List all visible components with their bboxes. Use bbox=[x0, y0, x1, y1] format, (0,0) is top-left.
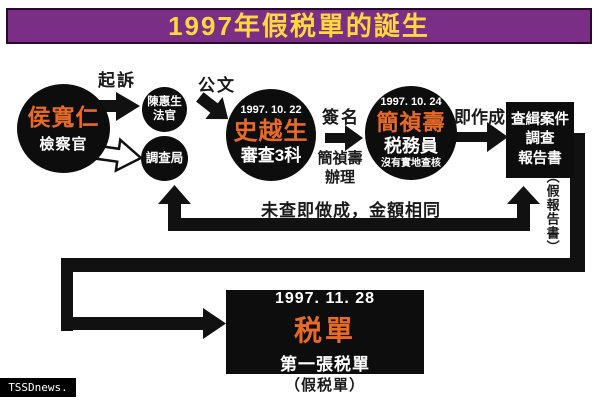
report-line1: 查緝案件 bbox=[511, 111, 569, 128]
reviewer-role: 審查3科 bbox=[240, 146, 302, 166]
watermark-badge: TSSDnews. bbox=[0, 378, 76, 397]
arrow-to-bureau-icon bbox=[95, 137, 144, 173]
label-handled-line1: 簡禎壽 bbox=[317, 150, 363, 167]
reviewer-date: 1997. 10. 22 bbox=[240, 104, 302, 117]
tax-bill-date: 1997. 11. 28 bbox=[274, 289, 376, 307]
tax-officer-date: 1997. 10. 24 bbox=[380, 96, 442, 109]
arrow-sign bbox=[325, 125, 363, 151]
report-line2: 調查 bbox=[525, 131, 555, 148]
node-judge: 陳惠生 法官 bbox=[142, 87, 187, 132]
report-line3: 報告書 bbox=[518, 150, 562, 167]
label-return-note: 未查即做成，金額相同 bbox=[261, 201, 441, 220]
return-connector bbox=[158, 185, 540, 231]
label-fake-report: （假報告書） bbox=[544, 170, 560, 254]
label-sign: 簽名 bbox=[322, 108, 360, 127]
node-tax-bill: 1997. 11. 28 税單 第一張税單 bbox=[226, 290, 424, 374]
arrow-made-immediately bbox=[456, 122, 508, 152]
arrow-official-document bbox=[196, 92, 229, 120]
reviewer-name: 史越生 bbox=[233, 117, 309, 145]
tax-bill-caption: 第一張税單 bbox=[280, 354, 370, 374]
node-tax-officer: 1997. 10. 24 簡禎壽 税務員 沒有實地查核 bbox=[365, 86, 457, 180]
label-fake-tax-bill: （假税單） bbox=[284, 377, 365, 394]
label-handled-by: 簡禎壽 辦理 bbox=[312, 150, 368, 188]
tax-officer-role: 税務員 bbox=[384, 136, 438, 157]
prosecutor-name: 侯寬仁 bbox=[27, 104, 100, 131]
label-handled-line2: 辦理 bbox=[324, 168, 355, 186]
watermark-text: TSSDnews. bbox=[8, 381, 68, 394]
label-prosecute: 起訴 bbox=[98, 71, 136, 90]
title-banner: 1997年假税單的誕生 bbox=[6, 8, 592, 44]
node-investigation-bureau: 調查局 bbox=[141, 136, 188, 181]
label-made-immediately: 即作成 bbox=[454, 108, 505, 127]
tax-officer-note: 沒有實地查核 bbox=[381, 158, 441, 170]
tax-bill-name: 税單 bbox=[293, 314, 356, 346]
judge-role: 法官 bbox=[153, 109, 176, 122]
label-official-document: 公文 bbox=[198, 76, 236, 95]
bureau-label: 調查局 bbox=[145, 151, 184, 166]
judge-name: 陳惠生 bbox=[147, 96, 182, 109]
node-reviewer: 1997. 10. 22 史越生 審查3科 bbox=[226, 89, 316, 181]
page-title: 1997年假税單的誕生 bbox=[168, 11, 430, 41]
node-investigation-report: 查緝案件 調查 報告書 bbox=[506, 102, 574, 178]
tax-officer-name: 簡禎壽 bbox=[376, 110, 446, 136]
arrow-prosecute bbox=[95, 92, 140, 121]
prosecutor-role: 檢察官 bbox=[39, 135, 88, 153]
node-prosecutor: 侯寬仁 檢察官 bbox=[17, 84, 110, 173]
